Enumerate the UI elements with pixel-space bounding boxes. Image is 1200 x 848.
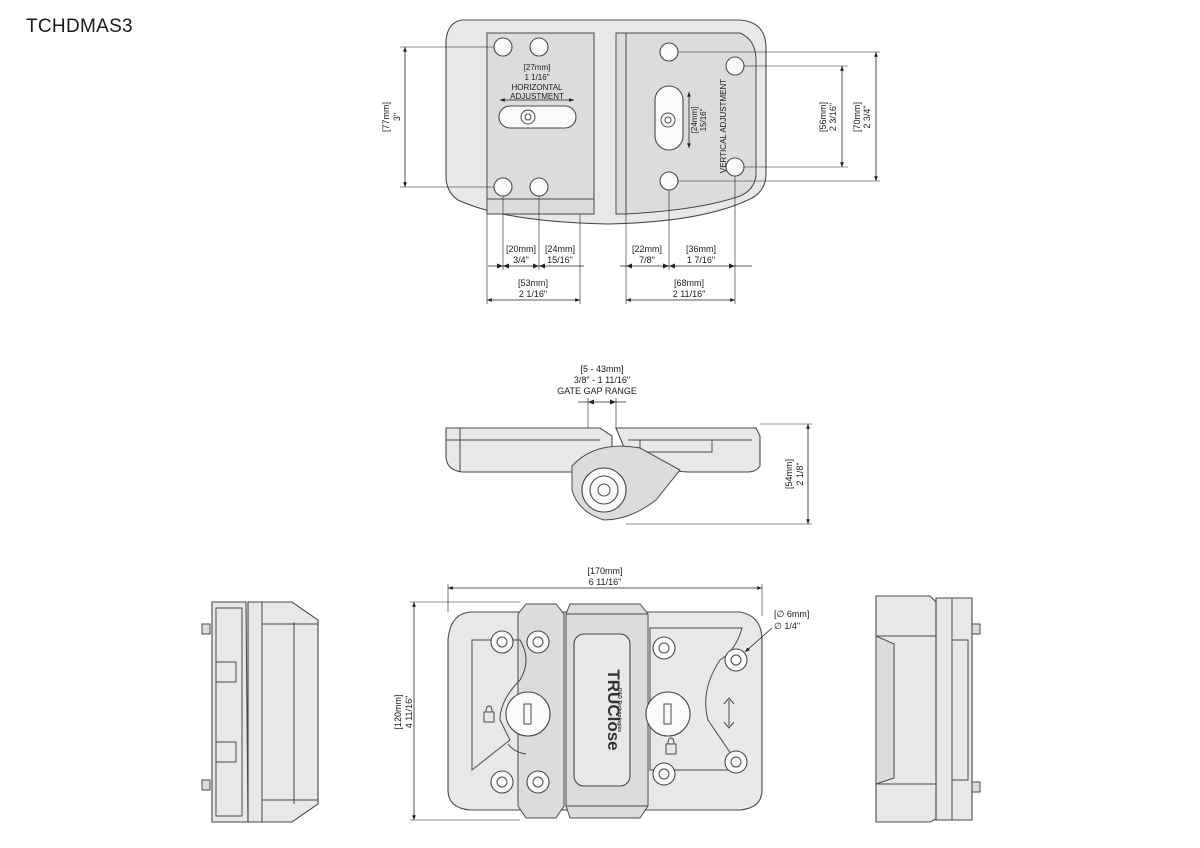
left-height-in: 3" <box>392 113 402 121</box>
dim-36mm: [36mm] <box>686 244 716 254</box>
hole <box>493 177 513 197</box>
right-end-view <box>875 595 981 823</box>
side-height-mm: [54mm] <box>784 459 794 489</box>
hole <box>529 177 549 197</box>
side-height-in: 2 1/8" <box>795 462 805 485</box>
mount-screw <box>652 636 676 660</box>
vertical-adjust-mm: [24mm] <box>690 107 699 134</box>
dim-24mm-in: 15/16" <box>547 255 573 265</box>
gap-range-mm: [5 - 43mm] <box>580 364 623 374</box>
gap-range-label: GATE GAP RANGE <box>557 386 637 396</box>
hole-diameter-mm: [∅ 6mm] <box>774 609 809 619</box>
front-view: TRUClose D&D Technologies <box>393 566 809 821</box>
right-inner-height-in: 2 3/16" <box>828 103 838 131</box>
front-width-mm: [170mm] <box>587 566 622 576</box>
front-height-mm: [120mm] <box>393 694 403 729</box>
right-outer-height-mm: [70mm] <box>852 102 862 132</box>
mount-screw <box>652 762 676 786</box>
mount-screw <box>526 770 550 794</box>
horizontal-adjust-in: 1 1/16" <box>524 73 549 82</box>
dim-22mm: [22mm] <box>632 244 662 254</box>
span-right-mm: [68mm] <box>674 278 704 288</box>
hole <box>529 37 549 57</box>
vertical-adjust-label: VERTICAL ADJUSTMENT <box>719 79 728 173</box>
brand-plate <box>573 633 631 787</box>
dim-20mm-in: 3/4" <box>513 255 529 265</box>
dim-22mm-in: 7/8" <box>639 255 655 265</box>
brand-sub: D&D Technologies <box>616 688 622 732</box>
left-height-mm: [77mm] <box>381 102 391 132</box>
horizontal-adjust-label-1: HORIZONTAL <box>512 83 564 92</box>
span-left-in: 2 1/16" <box>519 289 547 299</box>
hole-diameter-in: ∅ 1/4" <box>774 621 800 631</box>
vertical-slot <box>654 85 684 151</box>
horizontal-adjust-label-2: ADJUSTMENT <box>510 92 564 101</box>
adjust-dial-right <box>645 691 691 737</box>
model-title: TCHDMAS3 <box>26 16 133 37</box>
brand-name: TRUClose <box>604 669 623 750</box>
right-inner-height-mm: [56mm] <box>818 102 828 132</box>
horizontal-adjust-mm: [27mm] <box>524 63 551 72</box>
left-end-view <box>201 601 319 823</box>
dim-24mm: [24mm] <box>545 244 575 254</box>
mount-hole <box>724 648 748 672</box>
hole <box>659 42 679 62</box>
mount-screw <box>490 630 514 654</box>
front-width-in: 6 11/16" <box>589 577 622 587</box>
hole <box>659 171 679 191</box>
hole <box>493 37 513 57</box>
horizontal-slot <box>498 105 577 129</box>
hole <box>725 56 745 76</box>
vertical-adjust-in: 15/16" <box>699 108 708 131</box>
gap-range-in: 3/8" - 1 11/16" <box>574 375 630 385</box>
mount-screw <box>526 630 550 654</box>
side-view: [5 - 43mm] 3/8" - 1 11/16" GATE GAP RANG… <box>445 364 812 525</box>
mount-screw <box>490 770 514 794</box>
span-right-in: 2 11/16" <box>673 289 706 299</box>
hole <box>725 157 745 177</box>
right-outer-height-in: 2 3/4" <box>862 105 872 128</box>
span-left-mm: [53mm] <box>518 278 548 288</box>
mount-screw <box>724 750 748 774</box>
front-height-in: 4 11/16" <box>404 696 414 729</box>
dim-20mm: [20mm] <box>506 244 536 254</box>
top-view: [27mm] 1 1/16" HORIZONTAL ADJUSTMENT VER… <box>381 19 880 304</box>
adjust-dial-left <box>505 691 551 737</box>
dim-36mm-in: 1 7/16" <box>687 255 715 265</box>
